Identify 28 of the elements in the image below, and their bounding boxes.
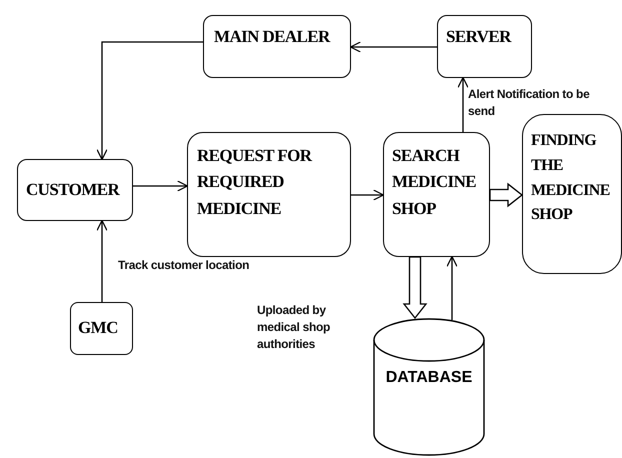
node-label: CUSTOMER <box>26 178 120 201</box>
arrow <box>457 76 469 132</box>
process-box <box>70 302 133 355</box>
note-text: Uploaded by medical shop authorities <box>257 302 332 352</box>
arrow <box>133 180 188 192</box>
node-label: GMC <box>78 317 118 340</box>
node-label: SERVER <box>446 26 511 48</box>
node-label: FINDING THE MEDICINE SHOP <box>531 131 611 226</box>
process-box <box>203 15 351 78</box>
process-box <box>383 132 490 257</box>
process-box <box>17 159 133 221</box>
block-arrow <box>402 256 428 320</box>
process-box <box>522 114 622 274</box>
arrow <box>350 41 437 53</box>
arrow <box>446 256 458 320</box>
node-label: DATABASE <box>386 368 472 388</box>
node-label: REQUEST FOR REQUIRED MEDICINE <box>197 145 314 220</box>
process-box <box>437 15 532 78</box>
arrow <box>351 189 384 201</box>
edge-label: Alert Notification to be send <box>468 86 590 120</box>
arrow <box>96 220 108 302</box>
process-box <box>187 132 351 257</box>
node-label: MAIN DEALER <box>214 26 330 48</box>
edge-label: Track customer location <box>118 257 250 274</box>
database-cylinder <box>373 318 485 456</box>
arrow <box>96 41 203 160</box>
node-label: SEARCH MEDICINE SHOP <box>392 145 477 220</box>
block-arrow <box>489 182 524 208</box>
